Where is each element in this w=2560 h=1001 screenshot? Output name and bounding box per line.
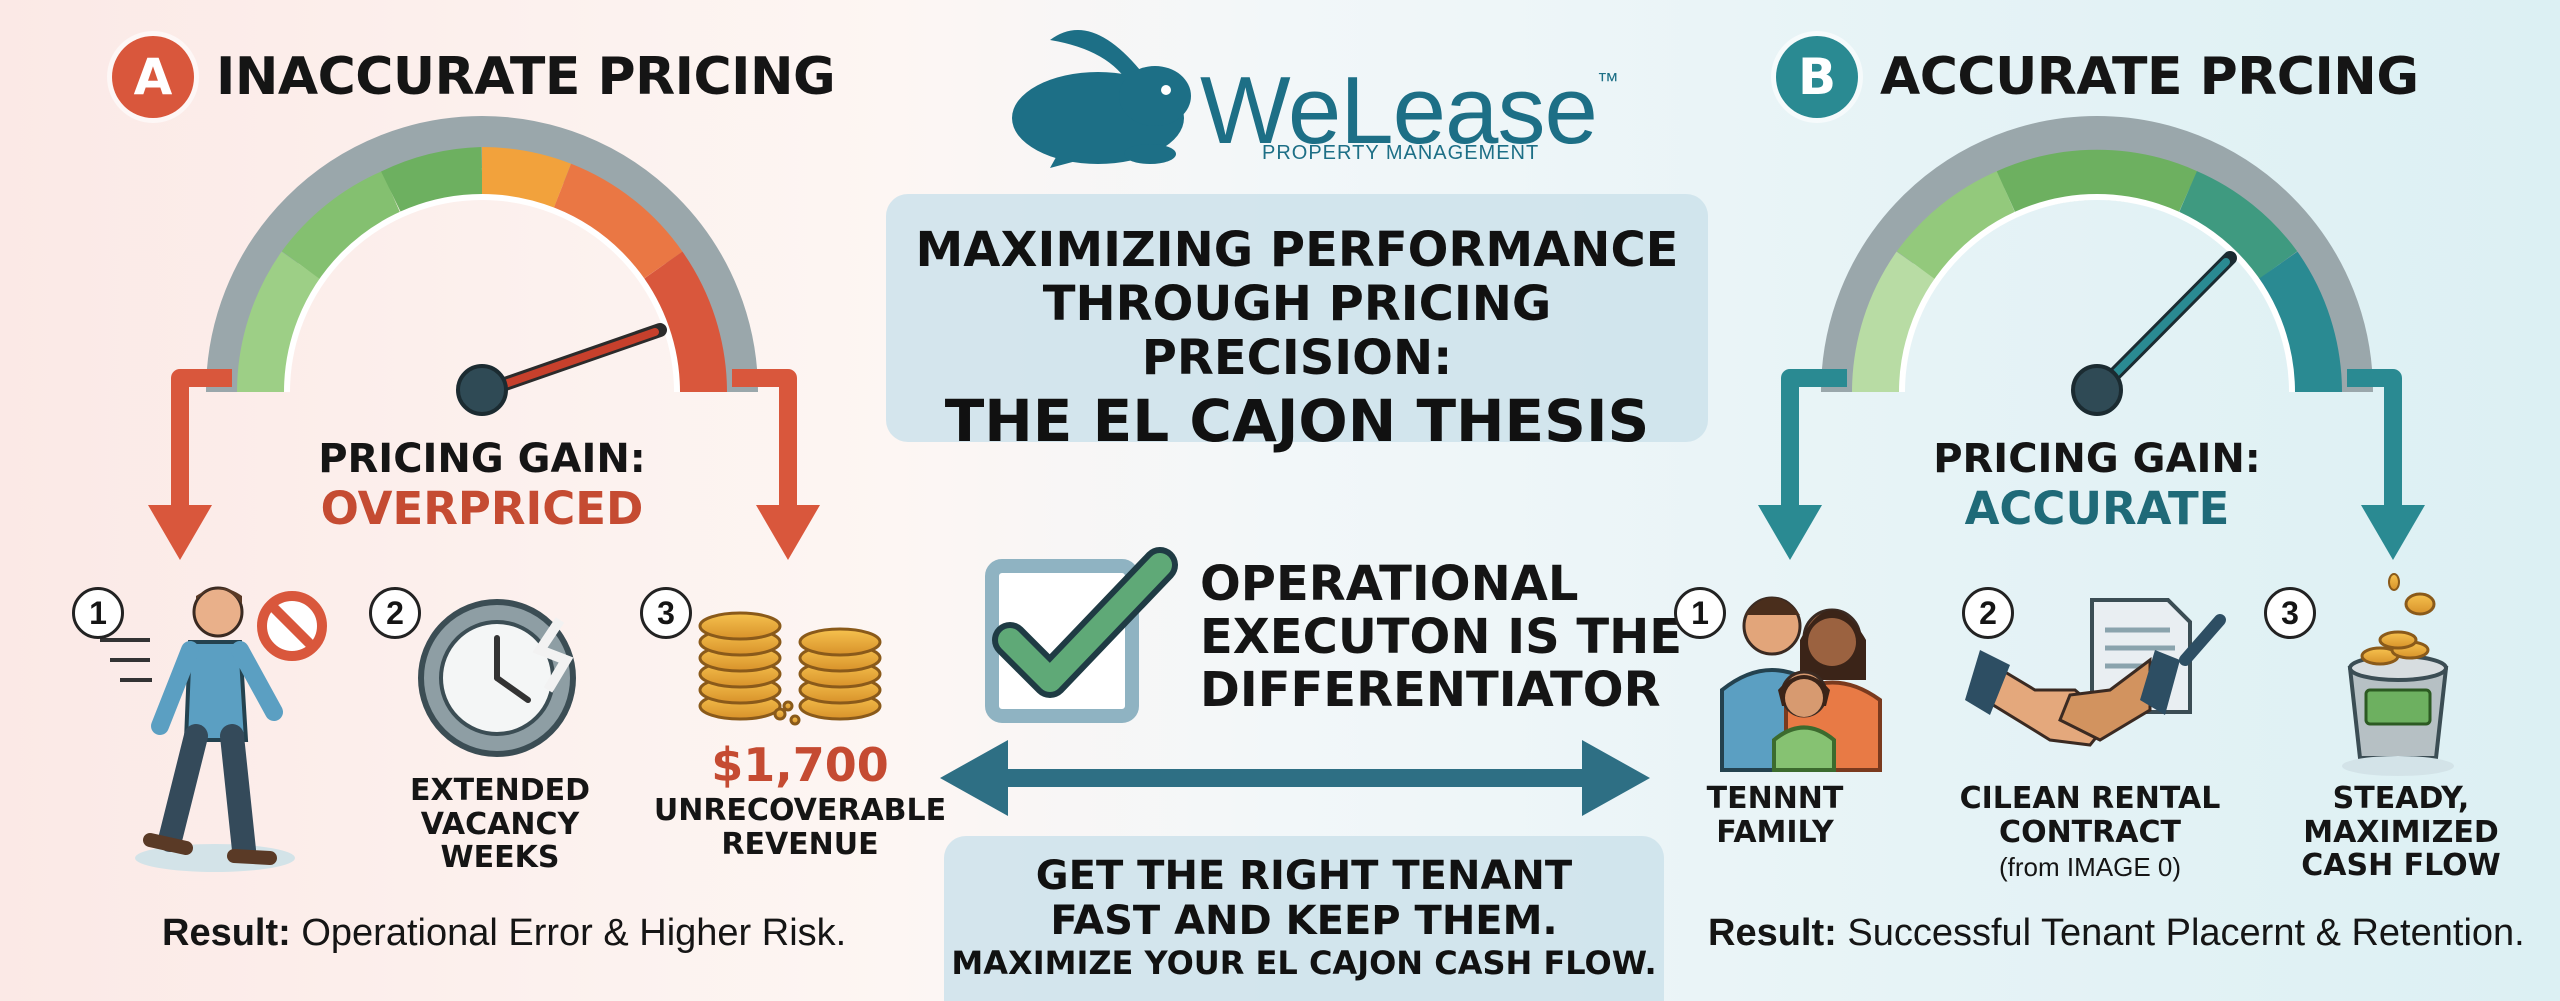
left-gain-value: OVERPRICED [320,482,644,535]
right-branch-arrows [1781,369,2402,508]
cash-bucket-icon [2342,573,2454,776]
left-gauge [206,116,758,416]
welease-logo: WeLease™ [1200,56,1620,166]
section-b-badge: B [1776,36,1858,118]
right-step-1-number: 1 [1674,587,1726,639]
operational-line-3: DIFFERENTIATOR [1200,661,1661,718]
no-sign-icon [257,591,327,661]
cta-panel: GET THE RIGHT TENANT FAST AND KEEP THEM.… [944,836,1664,1001]
operational-statement: OPERATIONAL EXECUTON IS THE DIFFERENTIAT… [1200,558,1682,716]
left-step-3-caption: UNRECOVERABLE REVENUE [653,793,947,862]
right-step-2-note: (from IMAGE 0) [1998,852,2181,882]
left-section-header: A INACCURATE PRICING [112,36,836,118]
right-result-label: Result: [1708,912,1837,954]
checkbox-icon [985,547,1178,723]
rental-contract-handshake-icon [1965,598,2226,747]
left-step-1-number: 1 [72,587,124,639]
right-step-3-caption: STEADY, MAXIMIZED CASH FLOW [2301,781,2501,884]
left-arrow-head-1 [148,505,212,560]
left-section-title: INACCURATE PRICING [216,47,836,107]
cta-line-2: FAST AND KEEP THEM. [1050,897,1558,944]
logo-trademark: ™ [1596,68,1620,93]
right-step-2-caption: CILEAN RENTAL CONTRACT [1959,781,2221,850]
right-result-text: Successful Tenant Placernt & Retention. [1836,912,2525,954]
right-result: Result: Successful Tenant Placernt & Ret… [1708,912,2525,955]
thesis-line-2: THROUGH PRICING PRECISION: [1042,275,1552,386]
left-step-2-caption: EXTENDED VACANCY WEEKS [410,773,590,876]
section-a-badge: A [112,36,194,118]
right-section-title: ACCURATE PRCING [1880,47,2419,107]
left-arrow-head-2 [756,505,820,560]
rabbit-logo-icon [1012,30,1191,168]
left-result-text: Operational Error & Higher Risk. [290,912,847,954]
left-step-3-amount: $1,700 [711,738,889,792]
thesis-line-1: MAXIMIZING PERFORMANCE [915,222,1679,278]
right-arrow-head-1 [1758,505,1822,560]
right-arrow-head-2 [2361,505,2425,560]
cta-line-1: GET THE RIGHT TENANT [1035,853,1573,899]
coin-stacks-icon [698,611,882,726]
left-step-3-number: 3 [640,587,692,639]
walking-person-illustration [100,586,295,872]
right-gain-value: ACCURATE [1964,482,2230,535]
right-step-3-number: 3 [2264,587,2316,639]
right-step-1-caption: TENNNT FAMILY [1706,781,1844,850]
left-gain-label: PRICING GAIN: [318,436,646,482]
right-step-2-number: 2 [1962,587,2014,639]
operational-line-2: EXECUTON IS THE [1200,608,1683,665]
operational-line-1: OPERATIONAL [1200,556,1579,612]
right-section-header: B ACCURATE PRCING [1776,36,2419,118]
thesis-panel: MAXIMIZING PERFORMANCE THROUGH PRICING P… [886,194,1708,454]
family-illustration [1720,596,1882,772]
left-result: Result: Operational Error & Higher Risk. [162,912,846,955]
left-step-2-number: 2 [369,587,421,639]
thesis-line-3: THE EL CAJON THESIS [944,387,1650,456]
right-gauge [1821,116,2373,416]
left-branch-arrows [171,369,797,508]
right-gain-label: PRICING GAIN: [1933,436,2261,482]
cta-line-3: MAXIMIZE YOUR EL CAJON CASH FLOW. [951,943,1657,982]
logo-subtitle: PROPERTY MANAGEMENT [1262,142,1540,164]
left-result-label: Result: [162,912,291,954]
double-headed-arrow [940,740,1650,816]
logo-name: WeLease [1200,57,1598,164]
broken-clock-icon [418,599,576,757]
